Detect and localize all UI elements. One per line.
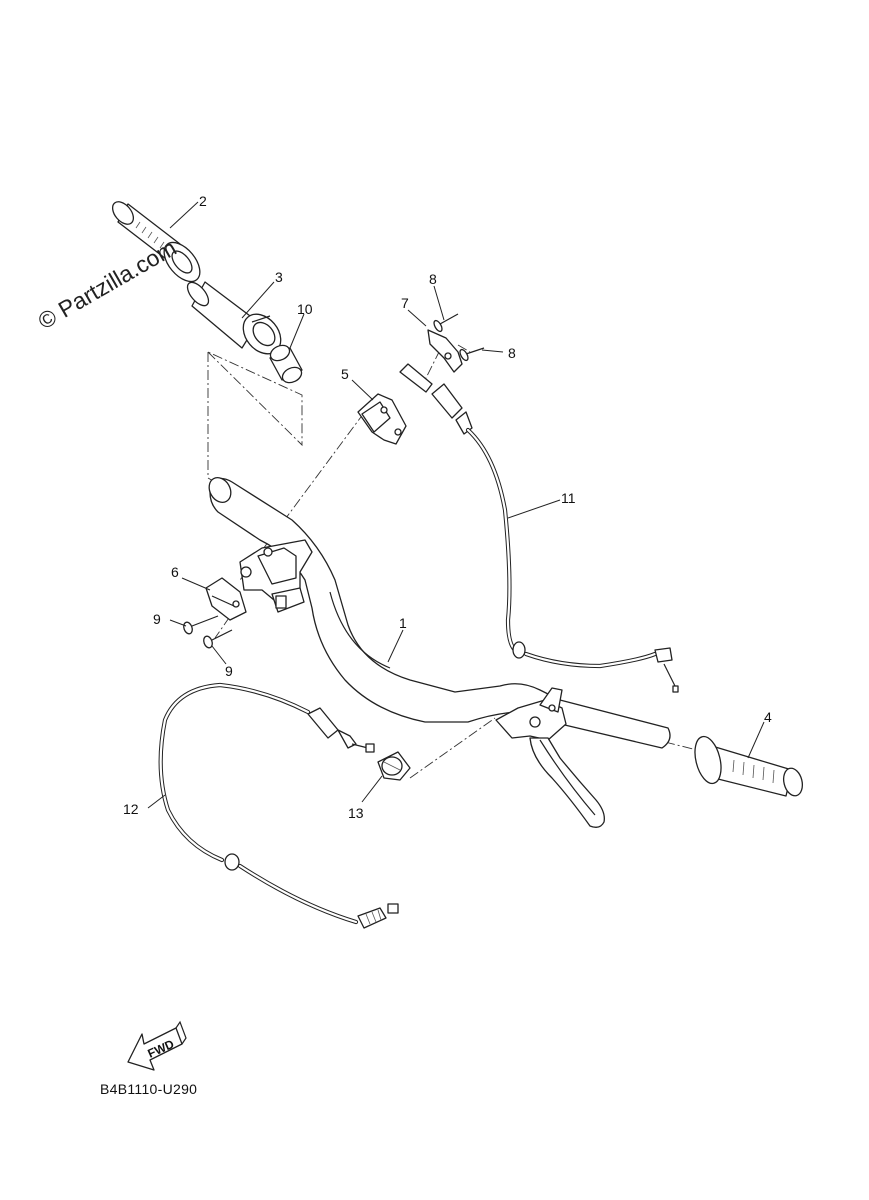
cable-adjuster <box>377 751 411 781</box>
throttle-cap <box>205 577 247 621</box>
callout-8-lower: 8 <box>508 345 516 361</box>
screws-9 <box>183 615 233 649</box>
callout-13: 13 <box>348 805 364 821</box>
callout-4: 4 <box>764 709 772 725</box>
clutch-cable <box>158 682 399 929</box>
callout-6: 6 <box>171 564 179 580</box>
cable-bracket <box>427 329 463 373</box>
clutch-lever <box>495 687 605 828</box>
collar <box>269 344 303 384</box>
leader-lines <box>147 201 765 809</box>
screws-8 <box>433 313 485 362</box>
fwd-arrow-icon: FWD <box>127 1020 187 1071</box>
throttle-grip-tube <box>186 281 282 355</box>
callout-12: 12 <box>123 801 139 817</box>
throttle-cable <box>399 363 679 693</box>
diagram-code: B4B1110-U290 <box>100 1081 197 1097</box>
throttle-housing <box>239 539 313 613</box>
handlebar <box>208 477 671 749</box>
callout-8-upper: 8 <box>429 271 437 287</box>
callout-9-upper: 9 <box>153 611 161 627</box>
left-grip <box>111 201 201 283</box>
callout-9-lower: 9 <box>225 663 233 679</box>
callout-11: 11 <box>561 490 576 506</box>
callout-3: 3 <box>275 269 283 285</box>
callout-1: 1 <box>399 615 407 631</box>
right-grip <box>694 735 804 797</box>
callout-7: 7 <box>401 295 409 311</box>
callout-10: 10 <box>297 301 313 317</box>
callout-numbers: 1 2 3 4 5 6 7 8 8 9 9 10 11 12 13 <box>123 193 772 821</box>
callout-5: 5 <box>341 366 349 382</box>
watermark-text: © Partzilla.com <box>34 234 181 334</box>
cable-holder <box>357 393 407 445</box>
callout-2: 2 <box>199 193 207 209</box>
